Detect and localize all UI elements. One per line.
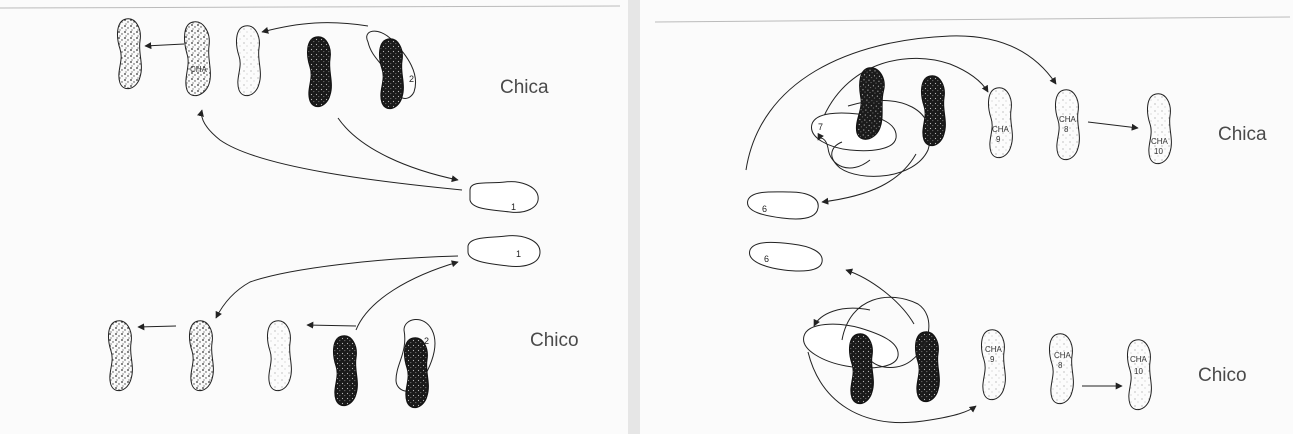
role-label-chica: Chica	[1218, 124, 1267, 145]
step-marker-2: 2	[424, 336, 429, 346]
foot-print-dark	[922, 76, 946, 146]
foot-text: CHA	[190, 65, 208, 74]
marker-7-label: 7	[818, 122, 823, 132]
foot-print	[118, 19, 142, 89]
marker-6-label: 6	[764, 254, 769, 264]
foot-text: 10	[1154, 147, 1163, 156]
marker-6-label: 6	[762, 204, 767, 214]
foot-text: CHA	[992, 125, 1010, 134]
foot-print-dark	[850, 334, 874, 404]
foot-print-dark	[380, 39, 404, 109]
foot-text: 8	[1058, 361, 1063, 370]
right-panel	[640, 0, 1293, 434]
role-label-chico: Chico	[530, 330, 579, 351]
foot-text: CHA	[1130, 355, 1148, 364]
foot-print	[982, 330, 1006, 400]
step-marker-1-top	[470, 182, 538, 213]
role-label-chica: Chica	[500, 77, 549, 98]
foot-text: CHA	[1059, 115, 1077, 124]
foot-print	[190, 321, 214, 391]
foot-text: CHA	[1054, 351, 1072, 360]
foot-print-dark	[405, 338, 429, 408]
foot-text: CHA	[985, 345, 1003, 354]
foot-text: 8	[1064, 125, 1069, 134]
role-label-chico: Chico	[1198, 365, 1247, 386]
foot-print	[237, 26, 261, 96]
marker-1-label: 1	[511, 202, 516, 212]
foot-print-dark	[334, 336, 358, 406]
foot-text: 9	[990, 355, 995, 364]
marker-1-label: 1	[516, 249, 521, 259]
step-marker-2: 2	[409, 74, 414, 84]
foot-print	[109, 321, 133, 391]
foot-print-dark	[308, 37, 332, 107]
foot-text: 9	[996, 135, 1001, 144]
foot-print	[268, 321, 292, 391]
foot-print-dark	[916, 332, 940, 402]
foot-text: CHA	[1151, 137, 1169, 146]
foot-print	[185, 22, 211, 96]
foot-text: 10	[1134, 367, 1143, 376]
foot-print	[989, 88, 1013, 158]
